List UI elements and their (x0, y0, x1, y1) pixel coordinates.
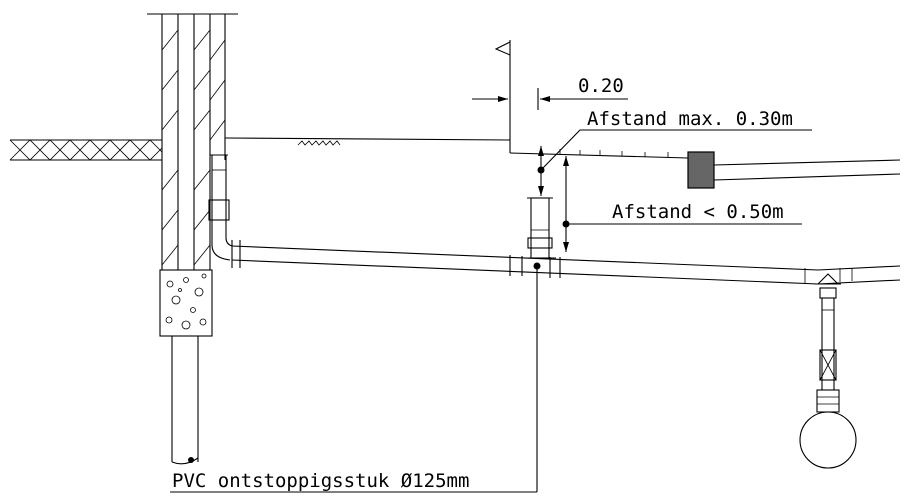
dimension-value-label: 0.20 (578, 75, 624, 97)
distance-less-label: Afstand < 0.50m (612, 201, 784, 223)
floor-slab (9, 139, 163, 161)
boundary-flag (494, 40, 511, 140)
cleanout-riser: PVC ontstoppigsstuk Ø125mm (170, 197, 556, 493)
distance-max-label: Afstand max. 0.30m (587, 108, 793, 130)
distance-max-callout: Afstand max. 0.30m (537, 108, 812, 196)
branch-connection (799, 273, 857, 469)
downpipe (208, 154, 241, 268)
dimension-020: 0.20 (472, 75, 628, 110)
manhole-circle (799, 411, 857, 469)
foundation-wall (147, 13, 238, 465)
curb-block (687, 151, 715, 189)
ground-surface (224, 137, 901, 189)
distance-less-callout: Afstand < 0.50m (562, 156, 802, 252)
pvc-label: PVC ontstoppigsstuk Ø125mm (172, 470, 469, 492)
